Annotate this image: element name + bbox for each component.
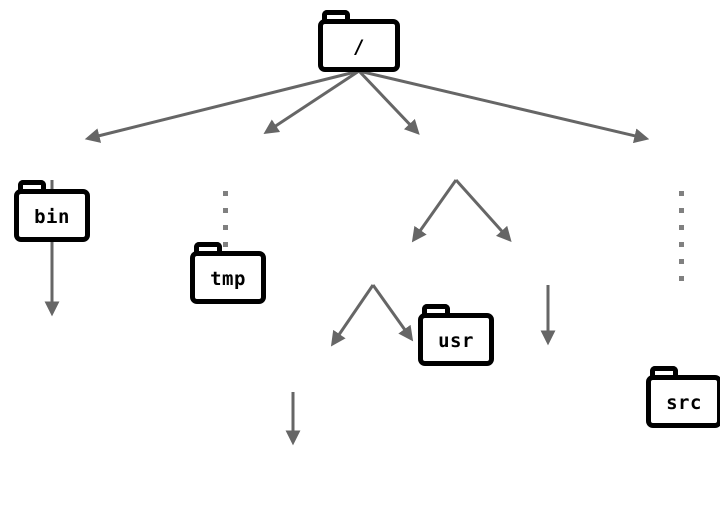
continuation-dot: [222, 208, 228, 213]
dotted-continuation-src: [678, 191, 684, 293]
continuation-dot: [678, 191, 684, 196]
continuation-dot: [678, 242, 684, 247]
folder-node-tmp[interactable]: tmp: [190, 242, 266, 304]
folder-body-icon: bin: [14, 189, 90, 242]
folder-body-icon: /: [318, 19, 400, 72]
continuation-dot: [222, 225, 228, 230]
folder-label: src: [666, 391, 702, 414]
folder-node-bin[interactable]: bin: [14, 180, 90, 242]
folder-node-src[interactable]: src: [646, 366, 720, 428]
folder-label: bin: [34, 205, 70, 228]
continuation-dot: [678, 276, 684, 281]
continuation-dot: [222, 191, 228, 196]
folder-body-icon: tmp: [190, 251, 266, 304]
folder-node-usr[interactable]: usr: [418, 304, 494, 366]
continuation-dot: [678, 225, 684, 230]
folder-label: /: [353, 35, 365, 58]
continuation-dot: [222, 242, 228, 247]
folder-body-icon: usr: [418, 313, 494, 366]
continuation-dot: [678, 259, 684, 264]
folder-body-icon: src: [646, 375, 720, 428]
folder-label: tmp: [210, 267, 246, 290]
folder-label: usr: [438, 329, 474, 352]
continuation-dot: [678, 208, 684, 213]
folder-node-root[interactable]: /: [318, 10, 400, 72]
